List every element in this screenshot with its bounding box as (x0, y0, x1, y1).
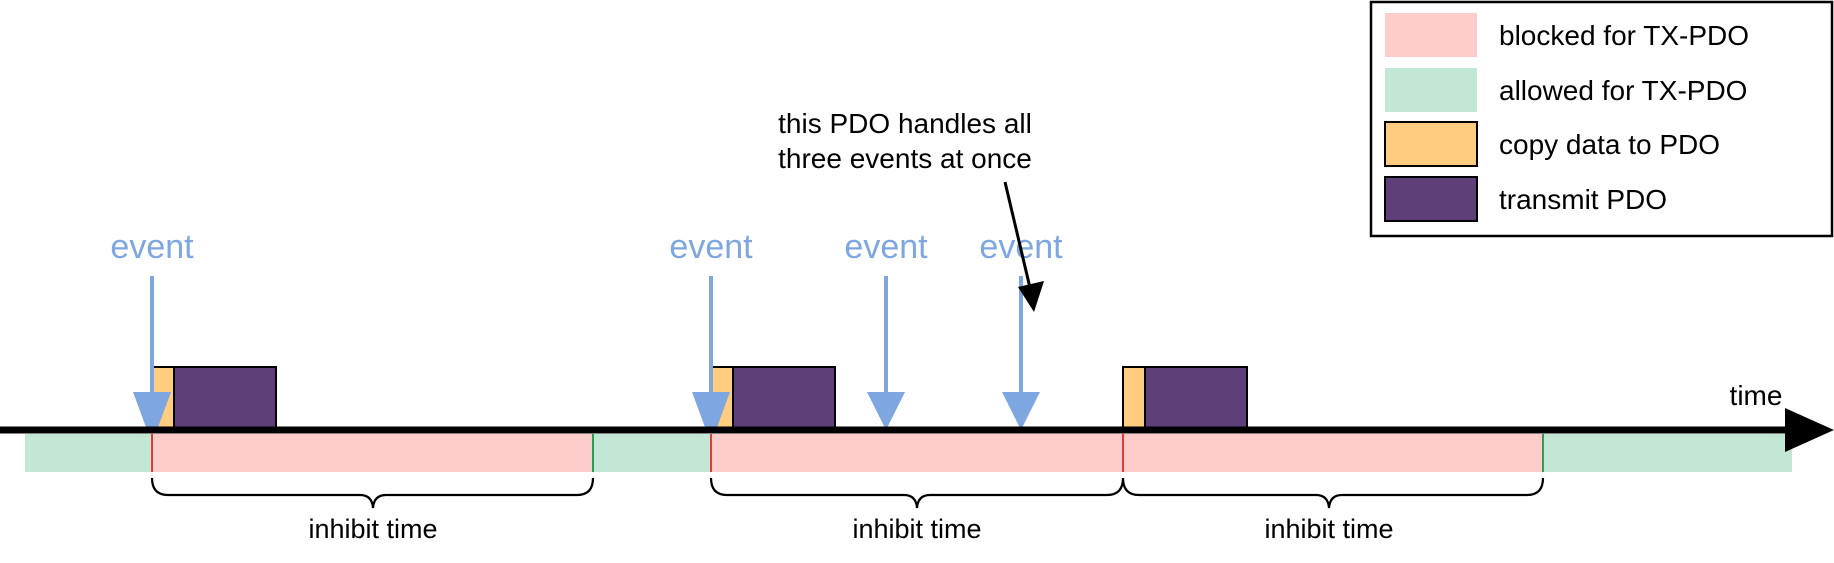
transmit-pdo-block-1 (173, 366, 277, 429)
legend-label-transmit: transmit PDO (1499, 184, 1667, 215)
pdo-annotation-line-2: three events at once (778, 143, 1032, 174)
event-arrow-head-2 (692, 392, 730, 430)
inhibit-time-label-1: inhibit time (308, 514, 437, 544)
event-arrow-head-4 (1002, 392, 1040, 430)
time-axis-label: time (1730, 380, 1783, 411)
inhibit-time-label-2: inhibit time (852, 514, 981, 544)
legend-swatch-copy (1384, 121, 1478, 167)
inhibit-brace-3 (1121, 477, 1545, 509)
inhibit-brace-2 (709, 477, 1125, 509)
transmit-pdo-block-2 (732, 366, 836, 429)
pdo-annotation-line-1: this PDO handles all (778, 108, 1032, 139)
legend-swatch-allowed (1385, 68, 1477, 112)
legend-label-copy: copy data to PDO (1499, 129, 1720, 160)
event-label-1: event (110, 228, 194, 266)
pdo-annotation: this PDO handles all three events at onc… (778, 108, 1044, 312)
band-allowed-2 (593, 434, 711, 472)
transmit-pdo-block-3 (1144, 366, 1248, 429)
legend-label-allowed: allowed for TX-PDO (1499, 75, 1747, 106)
pdo-annotation-arrowhead-icon (1018, 281, 1044, 312)
event-arrow-head-1 (133, 392, 171, 430)
time-axis: time (0, 380, 1834, 452)
event-arrows (133, 276, 1040, 430)
legend-swatch-transmit (1384, 176, 1478, 222)
legend-swatch-blocked (1385, 13, 1477, 57)
copy-data-block-3 (1122, 366, 1146, 429)
band-blocked-3 (1123, 434, 1543, 472)
inhibit-time-label-3: inhibit time (1264, 514, 1393, 544)
band-blocked-2 (711, 434, 1123, 472)
legend-label-blocked: blocked for TX-PDO (1499, 20, 1749, 51)
event-arrow-head-3 (867, 392, 905, 430)
event-label-3: event (844, 228, 928, 266)
inhibit-braces (150, 477, 1545, 509)
pdo-annotation-leader-line (1003, 181, 1033, 293)
inhibit-brace-1 (150, 477, 595, 509)
event-label-2: event (669, 228, 753, 266)
band-allowed-3 (1543, 434, 1792, 472)
band-blocked-1 (152, 434, 593, 472)
time-axis-arrowhead-icon (1785, 408, 1834, 452)
band-allowed-1 (25, 434, 152, 472)
state-bands (25, 434, 1792, 472)
legend: blocked for TX-PDO allowed for TX-PDO co… (1369, 0, 1834, 238)
